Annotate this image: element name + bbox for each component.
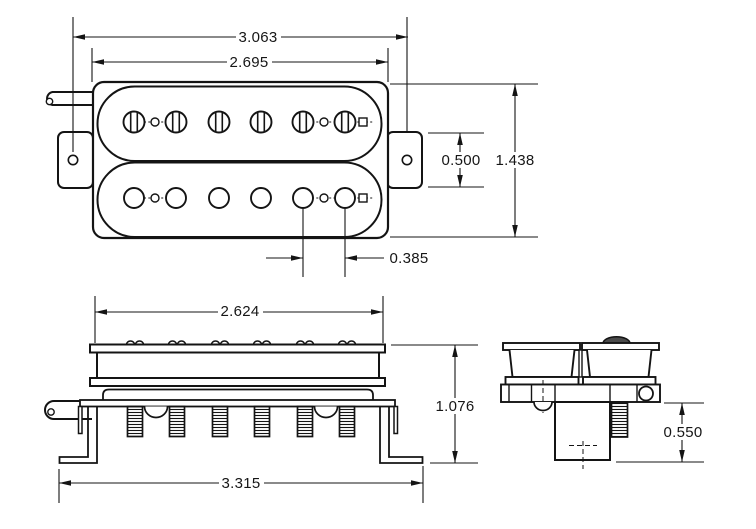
screw-pole (122, 110, 146, 134)
dimension-annotations: 3.063 2.695 0.500 1.438 0.385 2.624 1.07… (58, 17, 706, 503)
baseplate (79, 399, 396, 408)
end-view (500, 335, 661, 469)
slug-pole (165, 187, 187, 209)
dim-label-hole-spacing: 3.063 (238, 29, 277, 46)
dim-label-pole-spacing: 0.385 (389, 250, 428, 267)
dimension-arrowheads (59, 34, 685, 486)
pole-screw-shank-end (610, 401, 629, 438)
screw-pole (333, 110, 357, 134)
slug-pole (292, 187, 314, 209)
slug-pole (208, 187, 230, 209)
bobbin-right-top-flange (581, 342, 660, 351)
underside-dome (313, 406, 339, 419)
square-marker (358, 117, 368, 127)
dim-label-leg-span: 3.315 (221, 475, 260, 492)
cover-web (96, 351, 380, 379)
bobbin-right-bottom-flange (582, 376, 657, 386)
screw-pole-row (122, 110, 357, 134)
bobbin-right-body (586, 349, 653, 378)
mounting-hole-right (401, 154, 413, 166)
dim-label-overall-height: 1.076 (435, 398, 474, 415)
screw-pole (291, 110, 315, 134)
slug-pole (334, 187, 356, 209)
baseplate-bends (508, 384, 638, 402)
pole-screw-shanks (126, 405, 356, 438)
dim-label-bottom-depth: 0.550 (663, 424, 702, 441)
lead-wire (45, 91, 93, 106)
square-marker (358, 193, 368, 203)
slug-pole (250, 187, 272, 209)
screw-pole (207, 110, 231, 134)
screw-head-bumps (125, 340, 357, 345)
bobbin-left-body (508, 349, 576, 378)
cover-top-lip (89, 343, 386, 354)
dim-label-body-length: 2.695 (229, 54, 268, 71)
bracket-flange-right (393, 405, 399, 435)
underside-dome (143, 406, 169, 419)
mounting-leg-right (379, 406, 424, 464)
mounting-leg-left (58, 406, 98, 464)
bracket-flange-left (77, 405, 83, 435)
coil-outline-top (96, 85, 383, 162)
screw-pole (249, 110, 273, 134)
small-holes (150, 117, 368, 203)
slug-pole-row (123, 187, 356, 209)
mounting-hole-left (67, 154, 79, 166)
underside-dome-end (533, 401, 553, 412)
side-view (44, 340, 424, 464)
coil-outline-bottom (96, 161, 383, 238)
baseplate-end (500, 383, 661, 403)
bobbin-left-bottom-flange (504, 376, 580, 386)
screw-pole (164, 110, 188, 134)
dim-label-tab-width: 0.500 (441, 152, 480, 169)
baseplate-shoulder (102, 388, 374, 401)
dim-label-body-width: 1.438 (495, 152, 534, 169)
bobbin-left-top-flange (502, 342, 581, 351)
block-centerlines (569, 441, 597, 469)
baseplate-hole (638, 385, 654, 402)
slug-pole (123, 187, 145, 209)
top-view (45, 80, 423, 240)
center-keeper (578, 349, 583, 378)
cover-bottom-lip (89, 377, 386, 387)
dim-label-cover-length: 2.624 (220, 303, 259, 320)
